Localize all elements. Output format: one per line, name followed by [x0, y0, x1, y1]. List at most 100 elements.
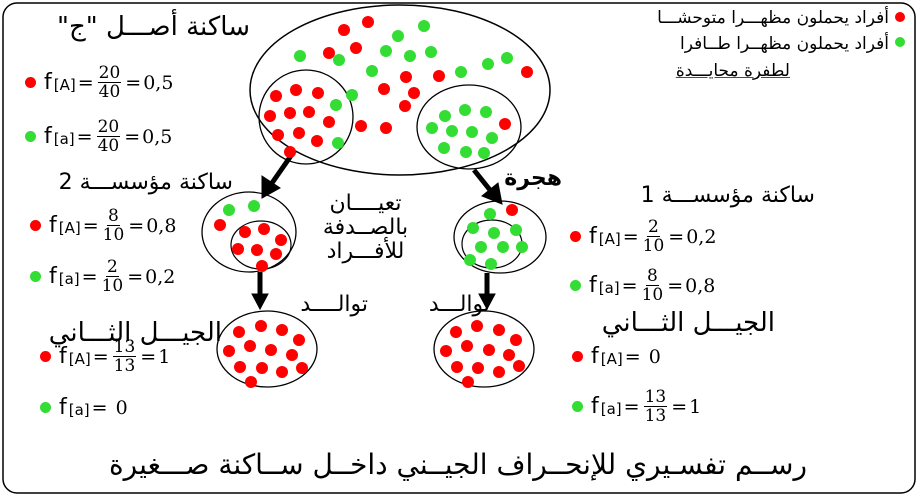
green-individual: [380, 45, 392, 57]
red-individual: [461, 340, 473, 352]
green-individual: [439, 110, 451, 122]
red-individual: [510, 334, 522, 346]
result: 0,5: [143, 71, 174, 94]
arrow-head-founder-2: [261, 175, 281, 199]
red-individual: [258, 223, 270, 235]
generation2-left-ellipse: [216, 310, 318, 388]
numerator: 2: [647, 217, 660, 237]
red-dot-icon: [572, 351, 583, 362]
red-individual: [493, 366, 505, 378]
allele: [A]: [68, 349, 91, 368]
red-individual: [895, 12, 905, 22]
green-individual: [480, 106, 492, 118]
original-population-title: ساكنة أصـــل "ج": [57, 12, 250, 42]
red-individual: [303, 106, 315, 118]
result: 0,2: [686, 225, 717, 248]
green-individual: [467, 222, 479, 234]
red-dot-icon: [30, 220, 41, 231]
result: 1: [158, 345, 171, 368]
green-individual: [346, 89, 358, 101]
caption: رســم تفسـيري للإنحــراف الجيــني داخــل…: [109, 448, 807, 481]
founder-1-title: ساكنة مؤسســـة 1: [640, 183, 815, 208]
legend-red: أفراد يحملون مظهـــرا متوحشـــا: [544, 8, 889, 28]
random-sampling-note: تعيــــان بالصــدفة للأفـــراد: [318, 192, 413, 264]
red-individual: [311, 135, 323, 147]
green-individual: [895, 37, 905, 47]
result: 1: [689, 395, 702, 418]
green-individual: [333, 54, 345, 66]
green-dot-icon: [570, 280, 581, 291]
red-individual: [355, 120, 367, 132]
founder-2-title: ساكنة مؤسســـة 2: [58, 170, 233, 195]
red-individual: [276, 366, 288, 378]
red-individual: [256, 362, 268, 374]
value: 0: [115, 396, 128, 419]
green-dot-icon: [30, 271, 41, 282]
denominator: 40: [98, 82, 121, 102]
red-individual: [440, 345, 452, 357]
red-individual: [276, 324, 288, 336]
arrow-head-founder-1: [481, 182, 503, 205]
denominator: 13: [113, 356, 136, 376]
red-dot-icon: [25, 77, 36, 88]
red-individual: [323, 47, 335, 59]
f-symbol: f: [44, 70, 52, 95]
red-individual: [223, 345, 235, 357]
green-individual: [510, 224, 522, 236]
migration-label: هجرة: [504, 166, 562, 191]
green-individual: [392, 30, 404, 42]
red-individual: [399, 100, 411, 112]
green-individual: [446, 125, 458, 137]
green-individual: [478, 147, 490, 159]
result: 0,5: [142, 125, 173, 148]
red-individual: [270, 90, 282, 102]
red-individual: [296, 362, 308, 374]
green-individual: [475, 241, 487, 253]
green-individual: [516, 241, 528, 253]
f-symbol: f: [59, 395, 67, 420]
numerator: 2: [105, 257, 119, 277]
allele: [a]: [600, 399, 622, 418]
red-individual: [472, 362, 484, 374]
green-individual: [404, 50, 416, 62]
red-individual: [462, 376, 474, 388]
allele: [a]: [58, 269, 80, 288]
red-individual: [378, 83, 390, 95]
allele: [a]: [68, 400, 90, 419]
denominator: 13: [644, 406, 667, 426]
f-symbol: f: [591, 394, 599, 419]
green-dot-icon: [25, 131, 36, 142]
allele: [a]: [598, 278, 620, 297]
numerator: 8: [107, 206, 120, 226]
numerator: 13: [112, 337, 137, 357]
arrow-head-gen2-left: [251, 293, 269, 311]
f-symbol: f: [589, 273, 597, 298]
red-individual: [214, 219, 226, 231]
generation2-right-ellipse: [433, 310, 535, 388]
red-individual: [284, 146, 296, 158]
green-individual: [466, 126, 478, 138]
green-individual: [460, 146, 472, 158]
allele: [A]: [58, 218, 81, 237]
green-individual: [484, 208, 496, 220]
f-symbol: f: [49, 264, 57, 289]
gen2-right-f-A: f[A]= 0: [572, 344, 661, 369]
result: 0,8: [685, 274, 716, 297]
green-individual: [366, 65, 378, 77]
allele: [A]: [600, 349, 623, 368]
denominator: 40: [97, 136, 120, 156]
red-individual: [265, 344, 277, 356]
green-dot-icon: [40, 402, 51, 413]
red-individual: [245, 376, 257, 388]
red-individual: [338, 24, 350, 36]
red-individual: [234, 361, 246, 373]
red-individual: [433, 70, 445, 82]
